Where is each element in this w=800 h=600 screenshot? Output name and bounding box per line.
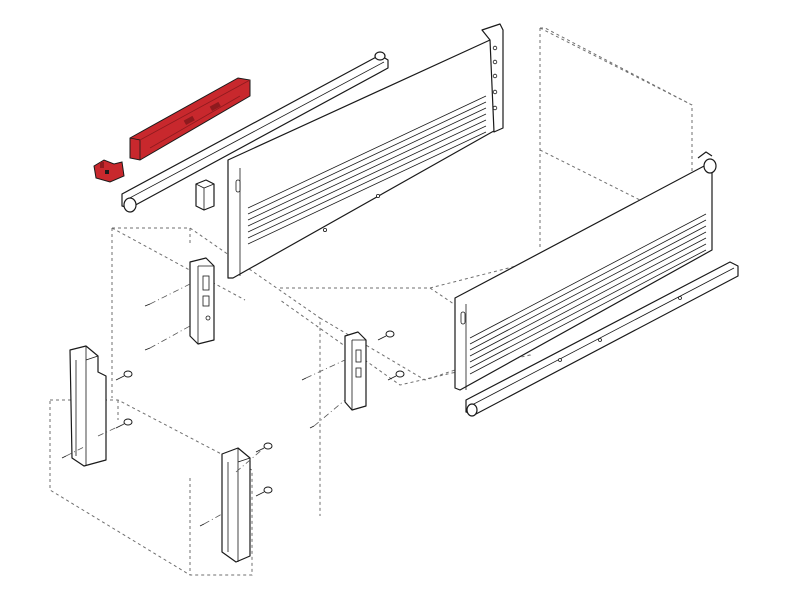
front-connector-bracket-left [69,345,107,467]
screws [61,303,405,527]
screw [377,330,395,341]
end-cap [195,179,215,211]
cabinet-rail-bracket-left [189,257,215,345]
screw [115,370,133,381]
left-drawer-runner [121,51,389,213]
screw-marks [61,303,315,527]
soft-close-damper [129,77,251,161]
damper-bracket [93,159,125,183]
cabinet-rail-bracket-right [344,331,367,411]
assembly-axis-lines [65,283,346,525]
screw [255,486,273,497]
screw [387,370,405,381]
right-drawer-side-panel [454,151,717,391]
screw [255,442,273,453]
front-connector-bracket-right [221,447,251,563]
right-drawer-runner [465,261,739,417]
left-drawer-side-panel [227,23,504,279]
